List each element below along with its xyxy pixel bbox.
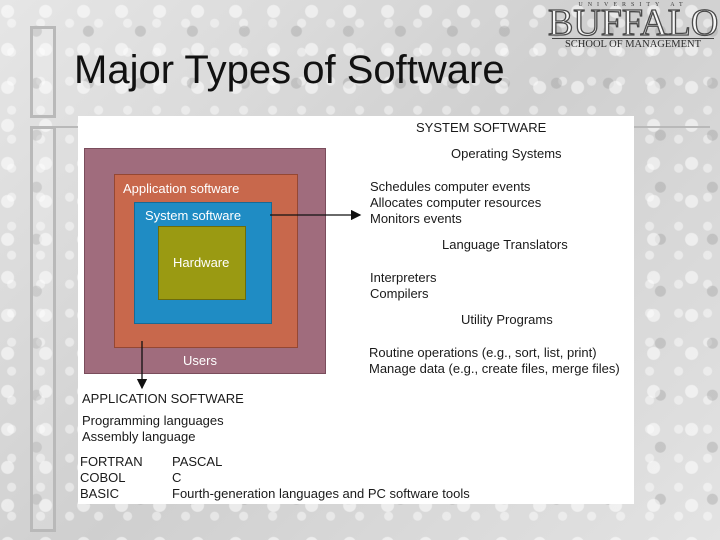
utility-item: Manage data (e.g., create files, merge f… [369, 361, 620, 376]
language-col2-item: PASCAL [172, 454, 223, 469]
logo-name: BUFFALO [547, 2, 719, 44]
system-software-label: System software [145, 208, 242, 223]
language-translators-heading: Language Translators [442, 237, 568, 252]
hardware-box: Hardware [158, 226, 246, 300]
utility-item: Routine operations (e.g., sort, list, pr… [369, 345, 597, 360]
system-software-box: System software [134, 202, 272, 324]
operating-systems-heading: Operating Systems [451, 146, 562, 161]
os-item: Schedules computer events [370, 179, 531, 194]
system-software-heading: SYSTEM SOFTWARE [416, 120, 547, 135]
slide-title: Major Types of Software [74, 48, 505, 92]
hardware-label: Hardware [173, 255, 230, 270]
language-col1-item: BASIC [80, 486, 120, 501]
diagram-arrows [136, 209, 362, 390]
translator-item: Interpreters [370, 270, 437, 285]
users-label: Users [183, 353, 217, 368]
app-item: Programming languages [82, 413, 224, 428]
frame-decoration [30, 126, 56, 532]
translator-item: Compilers [370, 286, 429, 301]
logo-subtitle: SCHOOL OF MANAGEMENT [552, 38, 714, 51]
language-col1-item: FORTRAN [80, 454, 143, 469]
os-item: Monitors events [370, 211, 462, 226]
utility-programs-heading: Utility Programs [461, 312, 553, 327]
os-item: Allocates computer resources [370, 195, 542, 210]
application-software-heading: APPLICATION SOFTWARE [82, 391, 244, 406]
language-col2-item: C [172, 470, 182, 485]
frame-decoration [30, 26, 56, 118]
app-item: Assembly language [82, 429, 196, 444]
language-col2-item: Fourth-generation languages and PC softw… [172, 486, 470, 501]
application-software-label: Application software [123, 181, 240, 196]
software-diagram: Users Application software System softwa… [78, 116, 634, 504]
university-logo: UNIVERSITY AT BUFFALO SCHOOL OF MANAGEME… [547, 2, 719, 51]
language-col1-item: COBOL [80, 470, 126, 485]
logo-top-line: UNIVERSITY AT [578, 2, 688, 8]
